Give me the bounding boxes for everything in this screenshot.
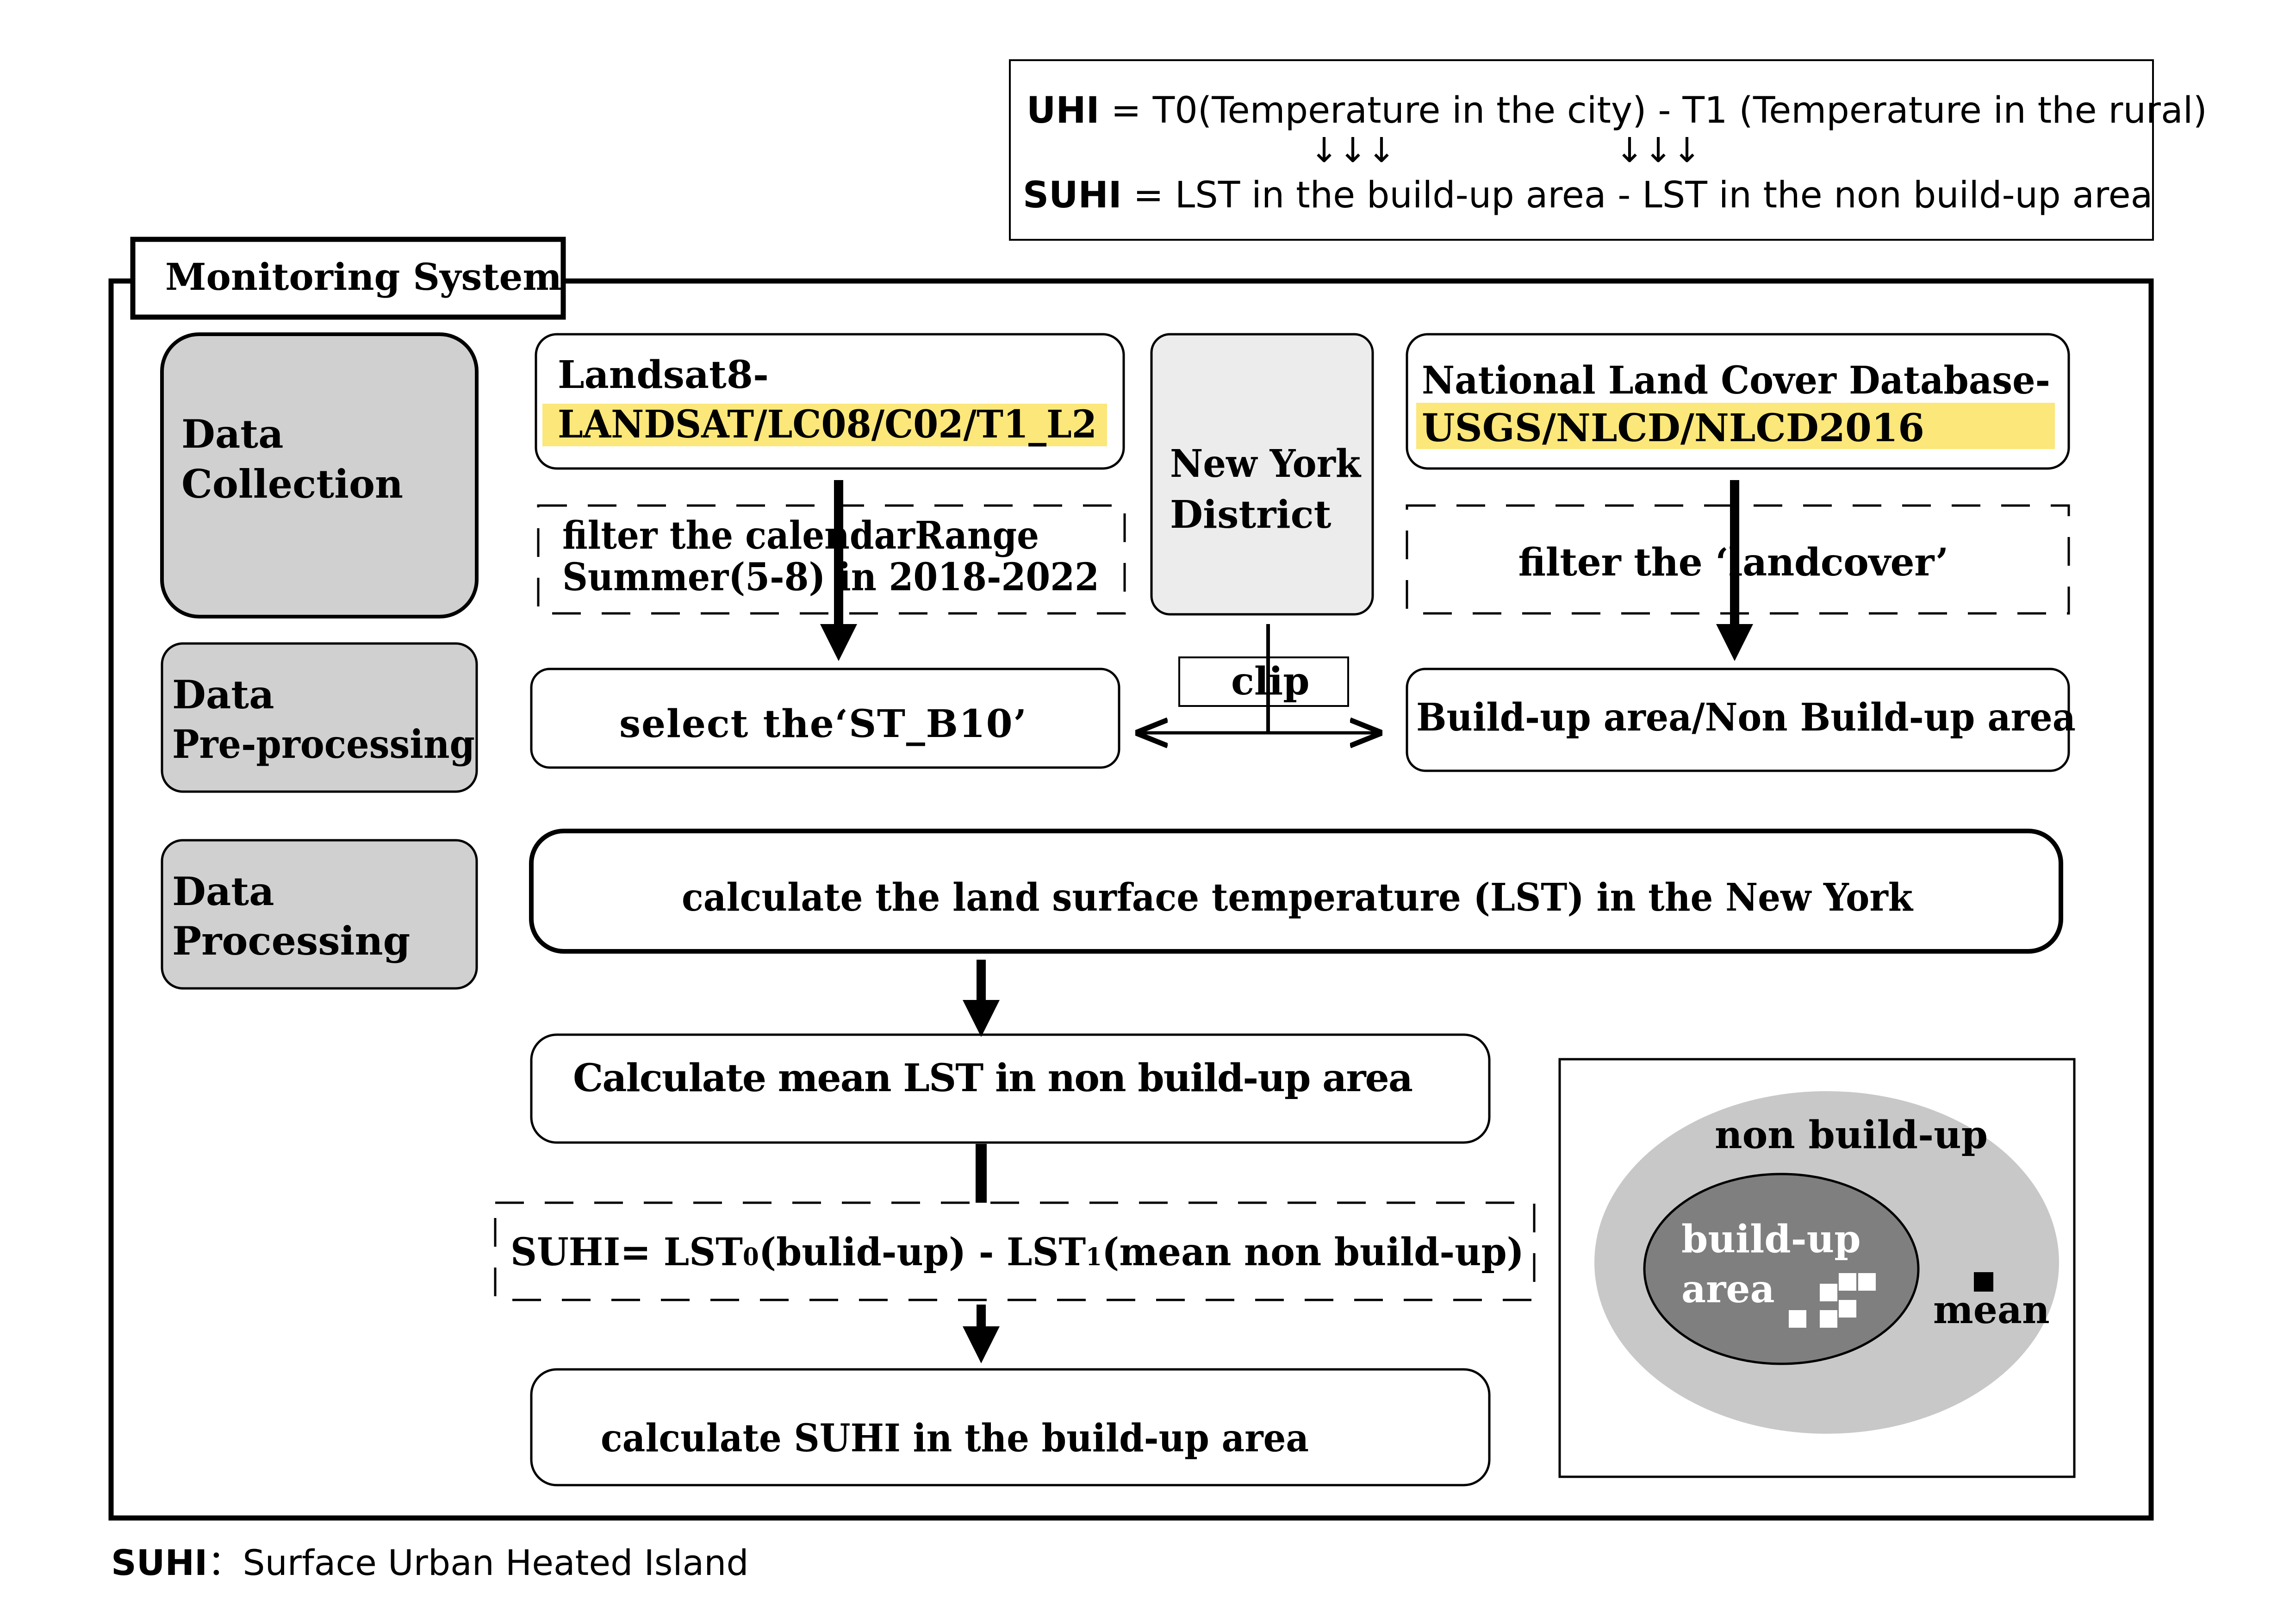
buildup-split-box: Build-up area/Non Build-up area	[1406, 668, 2076, 772]
svg-text:Data: Data	[172, 672, 274, 718]
filter-calendar-box: filter the calendarRange Summer(5-8) in …	[537, 504, 1126, 615]
nlcd-dataset-id: USGS/NLCD/NLCD2016	[1422, 406, 1924, 450]
clip-label-box: clip	[1178, 656, 1349, 707]
stage-data-collection: Data Collection	[160, 332, 479, 618]
landsat-source-box: Landsat8- LANDSAT/LC08/C02/T1_L2	[535, 333, 1125, 470]
calc-mean-text: Calculate mean LST in non build-up area	[573, 1056, 1413, 1100]
calc-suhi-box: calculate SUHI in the build-up area	[530, 1368, 1491, 1487]
svg-text:District: District	[1170, 493, 1332, 537]
inset-diagram: non build-up build-up area mean	[1558, 1058, 2076, 1478]
stage-data-preprocessing: Data Pre-processing	[161, 642, 478, 793]
calc-lst-box: calculate the land surface temperature (…	[529, 829, 2063, 954]
svg-text:Data: Data	[172, 868, 274, 914]
formula-box: UHI = T0(Temperature in the city) - T1 (…	[1009, 59, 2207, 241]
monitoring-system-title: Monitoring System	[165, 255, 562, 299]
connectors	[820, 480, 1753, 1363]
footnote-separator: ：	[207, 1542, 243, 1583]
arrows-left: ↓↓↓	[1310, 131, 1396, 170]
uhi-expression: = T0(Temperature in the city) - T1 (Temp…	[1100, 90, 2207, 131]
svg-text:SUHI = LST in the build-up are: SUHI = LST in the build-up area - LST in…	[1023, 175, 2153, 216]
calc-mean-box: Calculate mean LST in non build-up area	[530, 1033, 1491, 1144]
select-band-box: select the‘ST_B10’	[530, 668, 1120, 769]
svg-text:UHI = T0(Temperature in the ci: UHI = T0(Temperature in the city) - T1 (…	[1027, 90, 2207, 131]
filter-calendar-line2: Summer(5-8) in 2018-2022	[562, 555, 1099, 600]
calc-suhi-text: calculate SUHI in the build-up area	[601, 1416, 1309, 1461]
stage-preprocessing-line2: Pre-processing	[172, 721, 475, 767]
district-line2: District	[1170, 493, 1332, 537]
suhi-formula-sub0: 0	[743, 1243, 759, 1271]
svg-text:Data: Data	[181, 411, 284, 457]
suhi-formula-box: SUHI= LST0(bulid-up) - LST1(mean non bui…	[494, 1201, 1536, 1301]
nlcd-source-box: National Land Cover Database- USGS/NLCD/…	[1406, 333, 2070, 470]
svg-text:Pre-processing: Pre-processing	[172, 721, 475, 767]
svg-text:Summer(5-8) in 2018-2022: Summer(5-8) in 2018-2022	[562, 555, 1099, 600]
svg-text:New York: New York	[1170, 442, 1362, 486]
buildup-split-text: Build-up area/Non Build-up area	[1416, 695, 2076, 740]
district-line1: New York	[1170, 442, 1362, 486]
suhi-label: SUHI	[1023, 175, 1122, 216]
stage-collection-line2: Collection	[181, 461, 403, 507]
buildup-label-line1: build-up	[1681, 1217, 1861, 1262]
stage-collection-line1: Data	[181, 411, 284, 457]
stage-data-processing: Data Processing	[161, 839, 478, 990]
calc-lst-text: calculate the land surface temperature (…	[682, 875, 1914, 920]
uhi-label: UHI	[1027, 90, 1100, 131]
svg-text:build-up: build-up	[1681, 1217, 1861, 1262]
suhi-formula-prefix: SUHI= LST	[510, 1230, 743, 1274]
stage-processing-line2: Processing	[172, 918, 410, 964]
non-buildup-label: non build-up	[1715, 1113, 1988, 1157]
svg-text:Collection: Collection	[181, 461, 403, 507]
footnote-full: Surface Urban Heated Island	[243, 1542, 748, 1583]
select-band-text: select the‘ST_B10’	[619, 702, 1027, 746]
new-york-district-box: New York District	[1150, 333, 1374, 616]
suhi-formula-suffix: (mean non build-up)	[1102, 1230, 1524, 1274]
mean-pixel	[1974, 1272, 1993, 1292]
suhi-formula-mid: (bulid-up) - LST	[759, 1230, 1086, 1274]
svg-text:SUHI= LST0(bulid-up) - LST1(me: SUHI= LST0(bulid-up) - LST1(mean non bui…	[510, 1230, 1524, 1274]
buildup-label-line2: area	[1681, 1267, 1775, 1312]
monitoring-system-frame	[108, 278, 2154, 1521]
svg-text:filter the calendarRange: filter the calendarRange	[562, 513, 1039, 558]
footnote: SUHI：Surface Urban Heated Island	[111, 1542, 749, 1583]
svg-text:Processing: Processing	[172, 918, 410, 964]
footnote-abbr: SUHI	[111, 1542, 207, 1583]
landsat-collection-id: LANDSAT/LC08/C02/T1_L2	[558, 402, 1097, 447]
suhi-formula-sub1: 1	[1086, 1243, 1102, 1271]
buildup-pixels	[1789, 1273, 1876, 1328]
arrows-right: ↓↓↓	[1615, 131, 1701, 170]
filter-calendar-line1: filter the calendarRange	[562, 513, 1039, 558]
suhi-expression: = LST in the build-up area - LST in the …	[1122, 175, 2153, 216]
monitoring-system-title-box: Monitoring System	[130, 237, 566, 320]
svg-text:area: area	[1681, 1267, 1775, 1312]
landsat-title: Landsat8-	[558, 353, 769, 397]
mean-label: mean	[1933, 1288, 2050, 1332]
nlcd-title: National Land Cover Database-	[1422, 358, 2050, 403]
stage-preprocessing-line1: Data	[172, 672, 274, 718]
stage-processing-line1: Data	[172, 868, 274, 914]
clip-label: clip	[1231, 659, 1310, 704]
